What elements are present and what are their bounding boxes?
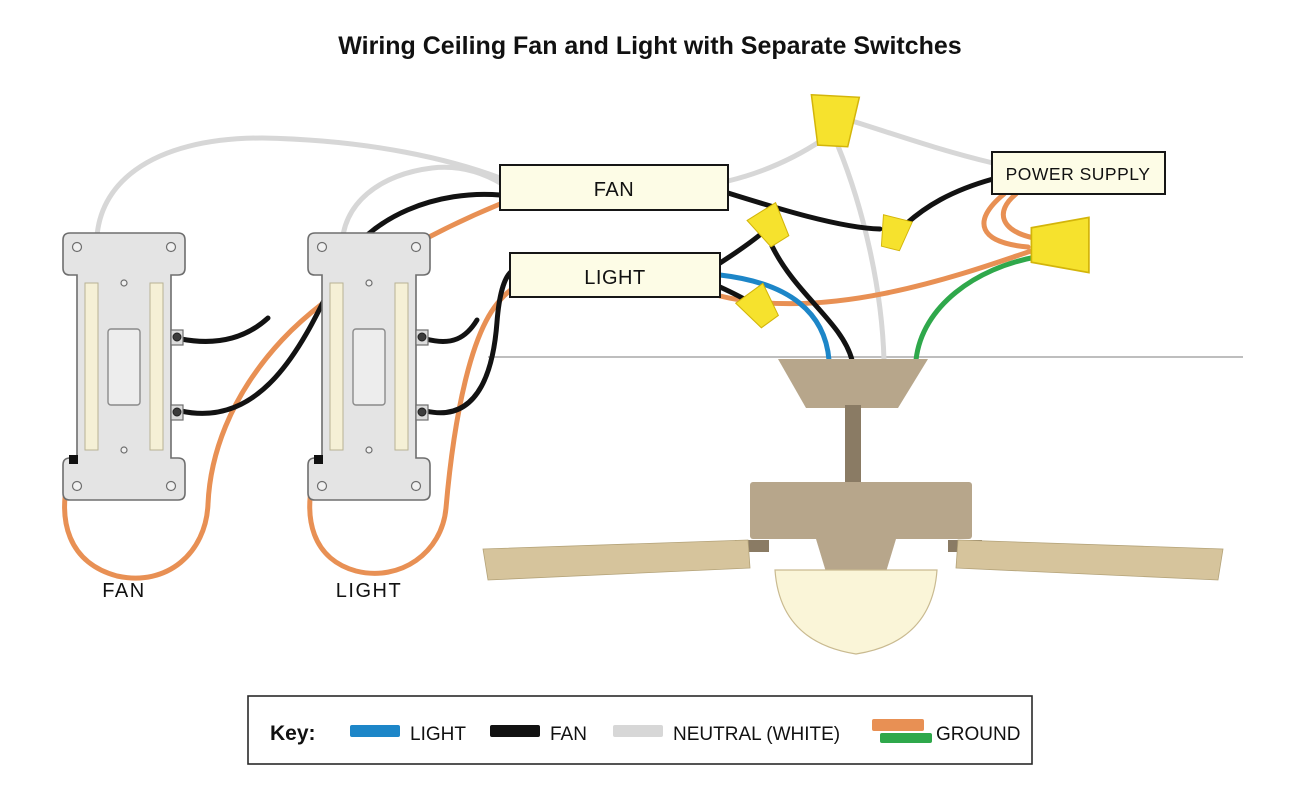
ceiling-fan bbox=[482, 359, 1224, 655]
wire-nut-mid-left bbox=[746, 201, 790, 248]
legend-label-fan: FAN bbox=[550, 724, 587, 745]
yoke-screw-icon bbox=[365, 279, 373, 287]
fan-switch-label: FAN bbox=[102, 580, 145, 602]
wire-ground-lightswitch-loop bbox=[307, 286, 515, 576]
fan-blade-right bbox=[955, 539, 1224, 581]
legend-label-ground: GROUND bbox=[936, 724, 1020, 745]
power-supply-label: POWER SUPPLY bbox=[1006, 164, 1151, 184]
fan-blade-left bbox=[482, 539, 751, 581]
wire-black-lightswitch-jumper bbox=[423, 317, 480, 344]
power-supply-box bbox=[991, 151, 1166, 195]
wire-nut-top bbox=[810, 93, 861, 148]
ground-terminal bbox=[69, 455, 78, 464]
component-boxes: FAN LIGHT POWER SUPPLY bbox=[499, 151, 1166, 298]
light-module-label: LIGHT bbox=[584, 267, 645, 289]
mount-screw-icon bbox=[410, 241, 422, 253]
switch-strip-right bbox=[149, 282, 164, 451]
legend-swatch-neutral bbox=[613, 725, 663, 737]
wire-black-powersupply-to-nut bbox=[903, 176, 996, 227]
fan-wall-switch bbox=[62, 232, 186, 501]
wire-green-bignut-to-fan bbox=[913, 254, 1039, 363]
wire-black-nut-to-fan bbox=[769, 243, 855, 363]
mount-screw-icon bbox=[71, 241, 83, 253]
fan-downrod bbox=[845, 405, 861, 485]
switch-strip-left bbox=[84, 282, 99, 451]
legend-title: Key: bbox=[270, 722, 316, 745]
wire-neutral-lightswitch-to-fanbox bbox=[339, 164, 505, 255]
terminal-screw-icon bbox=[417, 332, 427, 342]
wire-nuts bbox=[734, 93, 1090, 329]
wire-neutral-nut-to-fan bbox=[835, 143, 887, 363]
wire-ground-powersupply-loop2 bbox=[1000, 191, 1037, 241]
wire-black-lightbox-to-nut bbox=[717, 231, 764, 266]
yoke-screw-icon bbox=[120, 446, 128, 454]
wire-blue-lightbox-to-fan bbox=[717, 272, 832, 363]
light-kit-mount bbox=[816, 539, 896, 572]
legend-swatch-light bbox=[350, 725, 400, 737]
fan-motor-housing bbox=[750, 482, 972, 539]
switch-toggle bbox=[352, 328, 386, 406]
legend: Key: LIGHT FAN NEUTRAL (WHITE) GROUND bbox=[247, 695, 1033, 765]
switch-toggle bbox=[107, 328, 141, 406]
legend-label-light: LIGHT bbox=[410, 724, 466, 745]
fan-canopy bbox=[778, 359, 928, 408]
wire-black-fanswitch-jumper bbox=[178, 315, 271, 344]
light-wall-switch bbox=[307, 232, 431, 501]
legend-swatch-ground-orange bbox=[872, 719, 924, 731]
legend-swatch-ground-green bbox=[880, 733, 932, 743]
wire-neutral-powersupply-to-nut bbox=[849, 118, 996, 166]
legend-label-neutral: NEUTRAL (WHITE) bbox=[673, 724, 840, 745]
switch-strip-right bbox=[394, 282, 409, 451]
wire-neutral-fanbox-to-nut bbox=[725, 137, 825, 184]
terminal-screw-icon bbox=[417, 407, 427, 417]
mount-screw-icon bbox=[316, 480, 328, 492]
fan-module-label: FAN bbox=[594, 179, 634, 201]
terminal-screw-icon bbox=[172, 407, 182, 417]
wire-black-lightswitch-to-lightbox bbox=[423, 268, 515, 416]
yoke-screw-icon bbox=[120, 279, 128, 287]
wire-neutral-fanswitch-to-fanbox bbox=[94, 135, 503, 255]
terminal-screw-icon bbox=[172, 332, 182, 342]
legend-swatch-fan bbox=[490, 725, 540, 737]
mount-screw-icon bbox=[165, 241, 177, 253]
mount-screw-icon bbox=[165, 480, 177, 492]
light-switch-label: LIGHT bbox=[336, 580, 402, 602]
mount-screw-icon bbox=[71, 480, 83, 492]
yoke-screw-icon bbox=[365, 446, 373, 454]
mount-screw-icon bbox=[316, 241, 328, 253]
mount-screw-icon bbox=[410, 480, 422, 492]
wire-nut-large bbox=[1030, 216, 1090, 274]
diagram-title: Wiring Ceiling Fan and Light with Separa… bbox=[338, 32, 961, 60]
light-bowl bbox=[774, 569, 938, 655]
fan-module-box bbox=[499, 164, 729, 211]
light-module-box bbox=[509, 252, 721, 298]
wire-nut-lower bbox=[734, 282, 780, 329]
ground-terminal bbox=[314, 455, 323, 464]
wire-black-fanbox-to-nut bbox=[725, 190, 883, 232]
wire-ground-powersupply-loop1 bbox=[981, 191, 1031, 250]
switch-strip-left bbox=[329, 282, 344, 451]
wire-nut-mid-right bbox=[880, 214, 913, 252]
